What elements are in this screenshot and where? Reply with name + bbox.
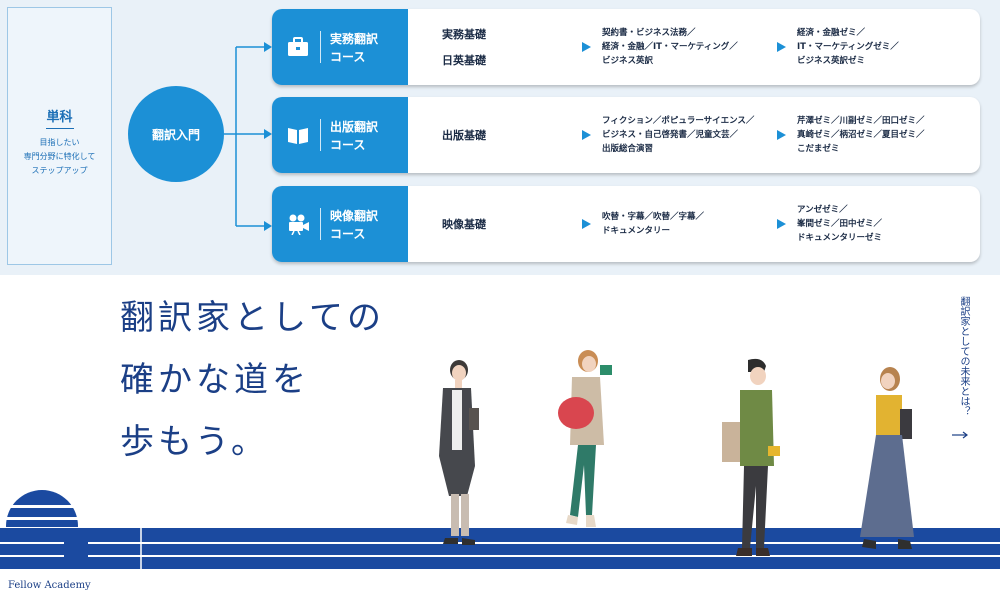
play-arrow-icon [582,130,591,140]
header-separator [320,31,321,63]
course-header: 映像翻訳 コース [272,186,408,262]
single-course-title: 単科 [46,110,73,125]
book-icon [288,128,308,144]
video-camera-icon [289,214,309,235]
course-header: 出版翻訳 コース [272,97,408,173]
course-name: 映像翻訳 コース [330,209,379,241]
course-topics: フィクション／ポピュラーサイエンス／ ビジネス・自己啓発書／児童文芸／ 出版総合… [602,116,755,154]
intro-course-circle[interactable]: 翻訳入門 [128,86,224,182]
single-course-box[interactable]: 単科 目指したい 専門分野に特化して ステップアップ [7,7,112,265]
fellow-academy-logo-icon[interactable] [4,488,88,568]
course-seminars: 経済・金融ゼミ／ IT・マーケティングゼミ／ ビジネス英訳ゼミ [797,28,899,66]
course-card-video[interactable]: 映像翻訳 コース 映像基礎 吹替・字幕／吹替／字幕／ ドキュメンタリー アンゼゼ… [272,186,980,262]
woman-red-bag-illustration [558,350,612,527]
play-arrow-icon [582,42,591,52]
header-separator [320,208,321,240]
header-separator [320,119,321,151]
course-basic-class: 出版基礎 [442,129,486,142]
course-basic-class: 映像基礎 [442,218,486,231]
divider [46,128,74,129]
man-green-jacket-illustration [722,358,780,556]
hero-headline: 翻訳家としての 確かな道を 歩もう。 [120,298,385,462]
course-header: 実務翻訳 コース [272,9,408,85]
play-arrow-icon [582,219,591,229]
course-card-publishing[interactable]: 出版翻訳 コース 出版基礎 フィクション／ポピュラーサイエンス／ ビジネス・自己… [272,97,980,173]
course-seminars: 芹澤ゼミ／川副ゼミ／田口ゼミ／ 真崎ゼミ／柄沼ゼミ／夏目ゼミ／ こだまゼミ [797,116,925,154]
future-link[interactable]: 翻訳家としての未来とは？ [958,296,969,416]
course-name: 実務翻訳 コース [330,32,379,64]
woman-long-skirt-illustration [860,367,914,549]
play-arrow-icon [777,130,786,140]
walkway-stripes [0,528,1000,569]
play-arrow-icon [777,219,786,229]
course-topics: 契約書・ビジネス法務／ 経済・金融／IT・マーケティング／ ビジネス英訳 [602,28,738,66]
course-diagram: 単科 目指したい 専門分野に特化して ステップアップ 翻訳入門 実務翻訳 コース… [0,0,1000,275]
course-connectors [224,42,272,231]
course-basic-class: 日英基礎 [442,54,486,67]
course-name: 出版翻訳 コース [330,120,379,152]
woman-coat-illustration [439,360,479,545]
single-course-description: 目指したい 専門分野に特化して ステップアップ [23,138,96,175]
intro-course-label: 翻訳入門 [151,127,200,142]
briefcase-icon [288,37,308,56]
course-topics: 吹替・字幕／吹替／字幕／ ドキュメンタリー [602,212,705,236]
logo-text: Fellow Academy [8,580,91,591]
arrow-right-icon[interactable] [951,430,969,440]
course-basic-class: 実務基礎 [442,28,486,41]
course-card-business[interactable]: 実務翻訳 コース 実務基礎 日英基礎 契約書・ビジネス法務／ 経済・金融／IT・… [272,9,980,85]
course-seminars: アンゼゼミ／ 峯間ゼミ／田中ゼミ／ ドキュメンタリーゼミ [797,205,883,243]
play-arrow-icon [777,42,786,52]
